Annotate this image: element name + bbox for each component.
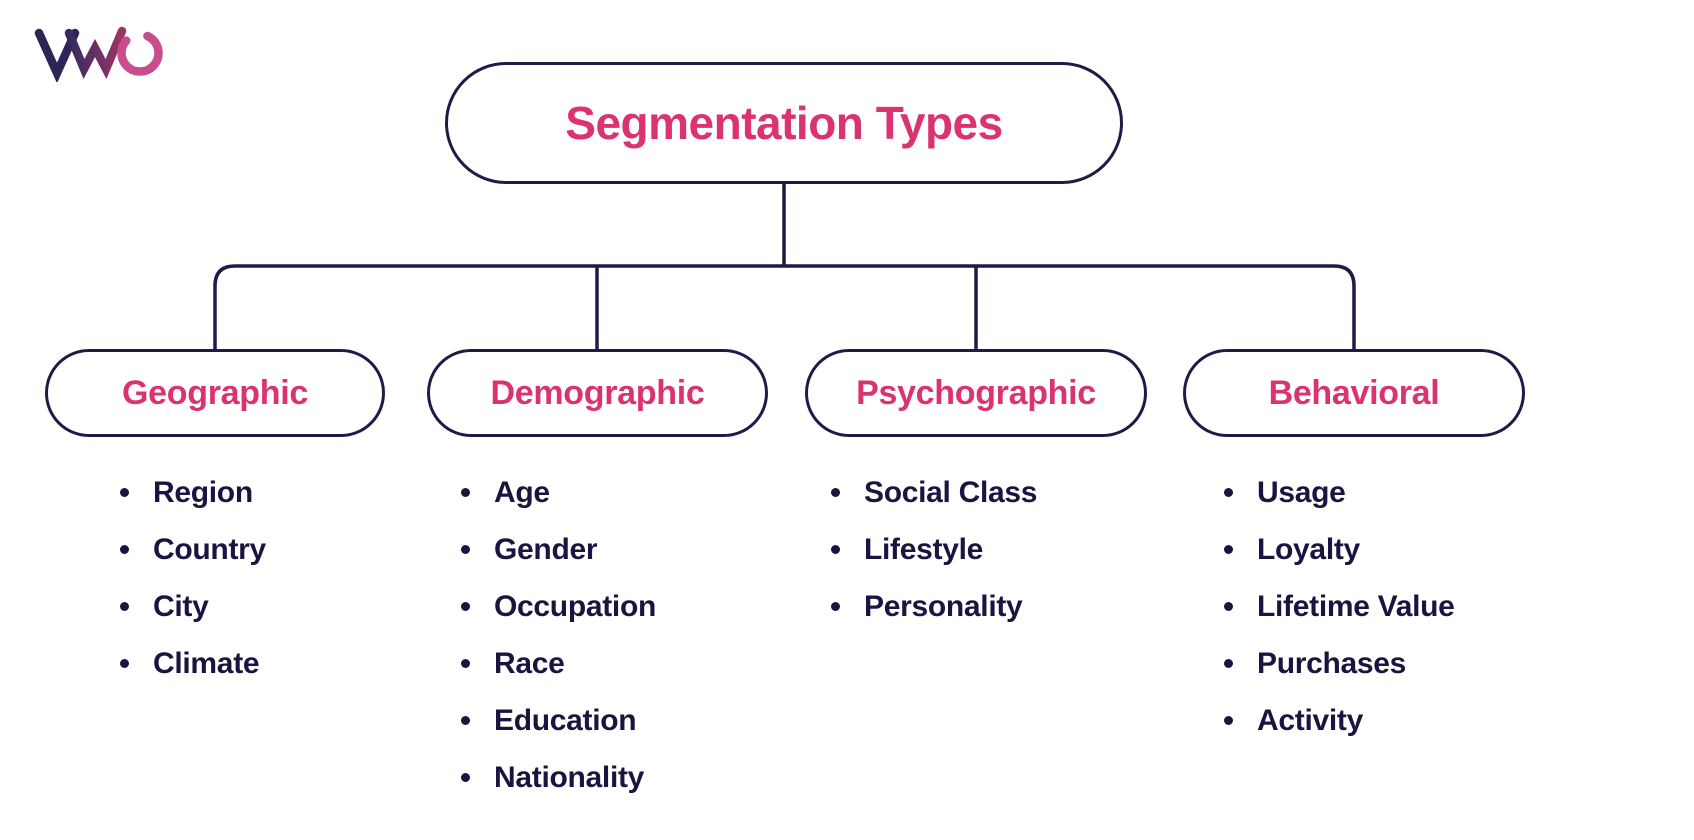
- branch-pill: Psychographic: [805, 349, 1147, 437]
- list-item: Usage: [1224, 464, 1455, 521]
- diagram-title: Segmentation Types: [565, 97, 1003, 149]
- list-item: Region: [120, 464, 266, 521]
- list-item: Race: [461, 635, 656, 692]
- list-item: Nationality: [461, 749, 656, 806]
- list-item: Personality: [831, 578, 1037, 635]
- list-item: Social Class: [831, 464, 1037, 521]
- list-item: Lifestyle: [831, 521, 1037, 578]
- branch-pill: Geographic: [45, 349, 385, 437]
- branch-label: Behavioral: [1268, 373, 1440, 412]
- logo-letter-o: [117, 30, 163, 76]
- list-item: City: [120, 578, 266, 635]
- root-node: Segmentation Types: [445, 62, 1123, 184]
- branch-label: Demographic: [490, 373, 705, 412]
- branch-pill: Demographic: [427, 349, 768, 437]
- list-item: Gender: [461, 521, 656, 578]
- list-item: Age: [461, 464, 656, 521]
- branch-pill: Behavioral: [1183, 349, 1525, 437]
- list-item: Education: [461, 692, 656, 749]
- branch-label: Geographic: [122, 373, 308, 412]
- list-item: Lifetime Value: [1224, 578, 1455, 635]
- logo-letter-w: [64, 26, 127, 79]
- vwo-logo: [34, 26, 163, 82]
- list-item: Climate: [120, 635, 266, 692]
- list-item: Activity: [1224, 692, 1455, 749]
- connector-rail: [213, 264, 1356, 350]
- list-item: Country: [120, 521, 266, 578]
- logo-letter-v: [34, 28, 80, 82]
- list-item: Loyalty: [1224, 521, 1455, 578]
- list-item: Occupation: [461, 578, 656, 635]
- list-item: Purchases: [1224, 635, 1455, 692]
- branch-label: Psychographic: [856, 373, 1096, 412]
